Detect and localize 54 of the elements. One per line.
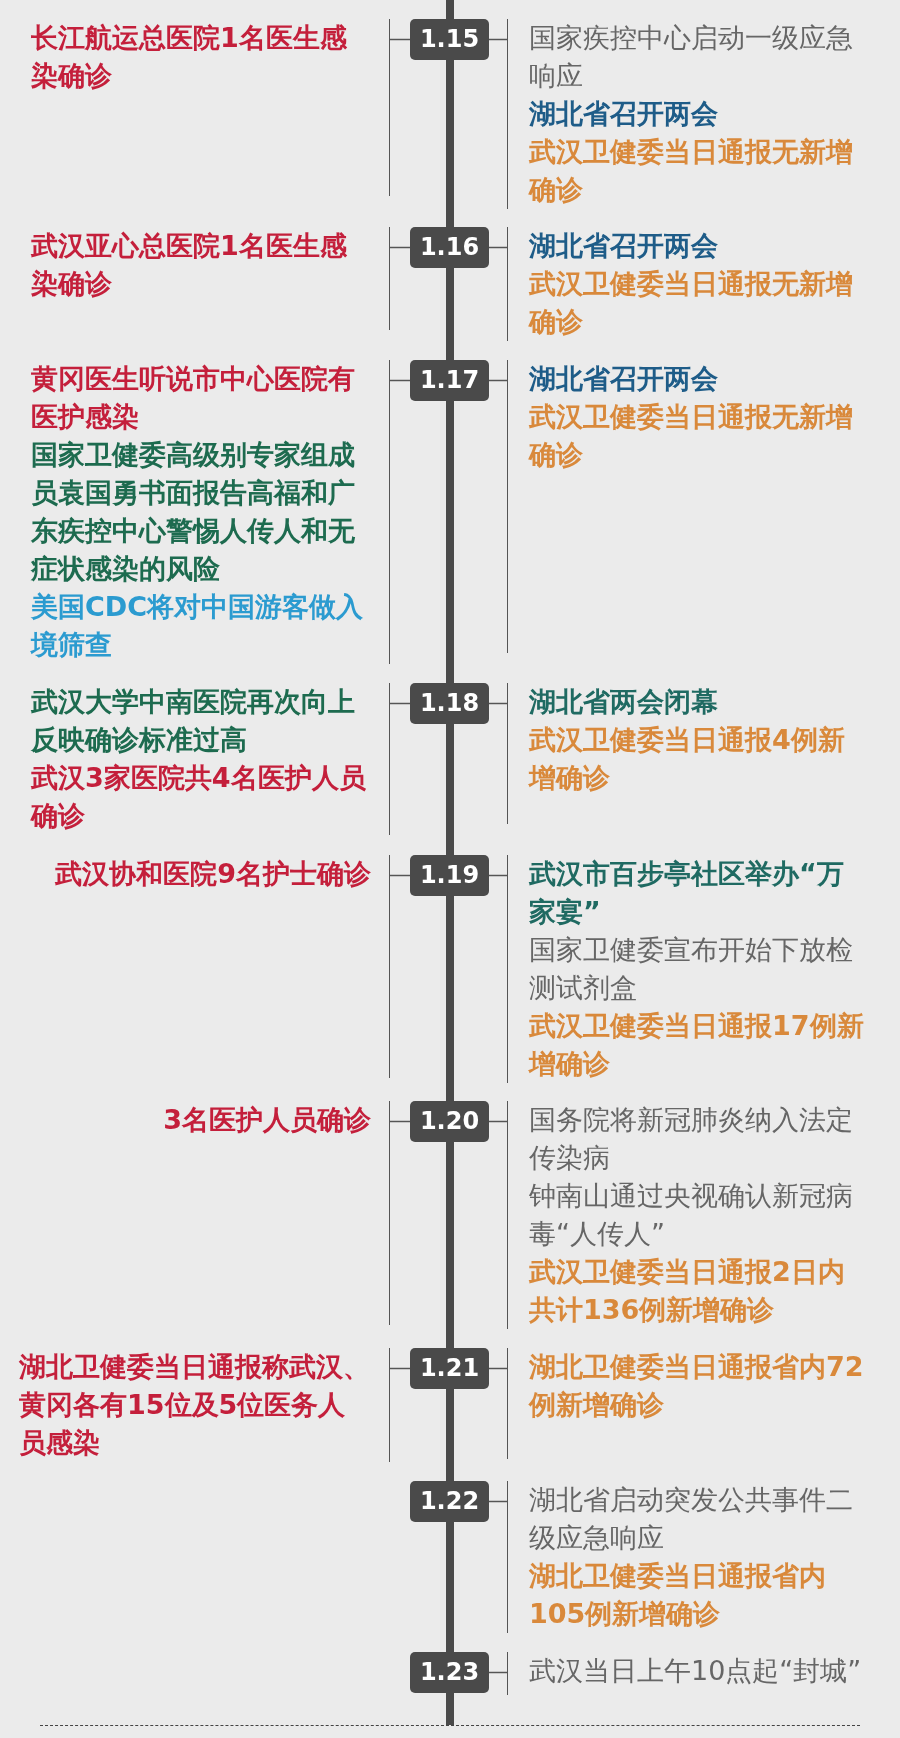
event-text: 湖北卫健委当日通报称武汉、黄冈各有15位及5位医务人员感染 xyxy=(19,1350,371,1460)
event-text: 钟南山通过央视确认新冠病毒“人传人” xyxy=(529,1179,854,1251)
connector-line xyxy=(389,1367,411,1370)
connector-line xyxy=(488,379,508,382)
date-badge: 1.19 xyxy=(410,855,489,896)
connector-line xyxy=(389,38,411,41)
date-badge: 1.23 xyxy=(410,1652,489,1693)
event-text: 武汉卫健委当日通报无新增确诊 xyxy=(529,267,854,339)
event-text: 黄冈医生听说市中心医院有医护感染 xyxy=(31,362,356,434)
event-text: 美国CDC将对中国游客做入境筛查 xyxy=(31,590,365,662)
event-text: 湖北卫健委当日通报省内72例新增确诊 xyxy=(529,1350,865,1422)
date-badge: 1.22 xyxy=(410,1481,489,1522)
event-text: 武汉当日上午10点起“封城” xyxy=(529,1654,862,1688)
connector-line xyxy=(389,379,411,382)
event-text: 国家疾控中心启动一级应急响应 xyxy=(529,21,854,93)
connector-line xyxy=(389,874,411,877)
event-text: 长江航运总医院1名医生感染确诊 xyxy=(31,21,348,93)
event-text: 湖北卫健委当日通报省内105例新增确诊 xyxy=(529,1559,827,1631)
event-text: 武汉卫健委当日通报无新增确诊 xyxy=(529,135,854,207)
connector-line xyxy=(389,1120,411,1123)
event-text: 武汉市百步亭社区举办“万家宴” xyxy=(529,857,845,929)
event-text: 湖北省召开两会 xyxy=(529,97,718,131)
connector-line xyxy=(389,702,411,705)
connector-line xyxy=(488,702,508,705)
connector-line xyxy=(389,246,411,249)
date-badge: 1.17 xyxy=(410,360,489,401)
connector-line xyxy=(488,38,508,41)
event-text: 武汉大学中南医院再次向上反映确诊标准过高 xyxy=(31,685,356,757)
event-text: 武汉卫健委当日通报17例新增确诊 xyxy=(529,1009,865,1081)
connector-line xyxy=(488,1120,508,1123)
event-text: 湖北省启动突发公共事件二级应急响应 xyxy=(529,1483,854,1555)
event-text: 湖北省两会闭幕 xyxy=(529,685,718,719)
event-text: 武汉卫健委当日通报无新增确诊 xyxy=(529,400,854,472)
date-badge: 1.21 xyxy=(410,1348,489,1389)
connector-line xyxy=(488,246,508,249)
event-text: 国务院将新冠肺炎纳入法定传染病 xyxy=(529,1103,854,1175)
event-text: 武汉协和医院9名护士确诊 xyxy=(55,857,371,891)
date-badge: 1.18 xyxy=(410,683,489,724)
event-text: 武汉卫健委当日通报4例新增确诊 xyxy=(529,723,846,795)
event-text: 武汉亚心总医院1名医生感染确诊 xyxy=(31,229,348,301)
connector-line xyxy=(488,1367,508,1370)
event-text: 国家卫健委高级别专家组成员袁国勇书面报告高福和广东疾控中心警惕人传人和无症状感染的风险 xyxy=(31,438,356,586)
connector-line xyxy=(488,1671,508,1674)
connector-line xyxy=(488,874,508,877)
date-badge: 1.15 xyxy=(410,19,489,60)
event-text: 湖北省召开两会 xyxy=(529,229,718,263)
event-text: 湖北省召开两会 xyxy=(529,362,718,396)
date-badge: 1.20 xyxy=(410,1101,489,1142)
event-text: 3名医护人员确诊 xyxy=(163,1103,371,1137)
event-text: 国家卫健委宣布开始下放检测试剂盒 xyxy=(529,933,854,1005)
event-text: 武汉卫健委当日通报2日内共计136例新增确诊 xyxy=(529,1255,846,1327)
event-text: 武汉3家医院共4名医护人员确诊 xyxy=(31,761,367,833)
connector-line xyxy=(488,1500,508,1503)
date-badge: 1.16 xyxy=(410,227,489,268)
